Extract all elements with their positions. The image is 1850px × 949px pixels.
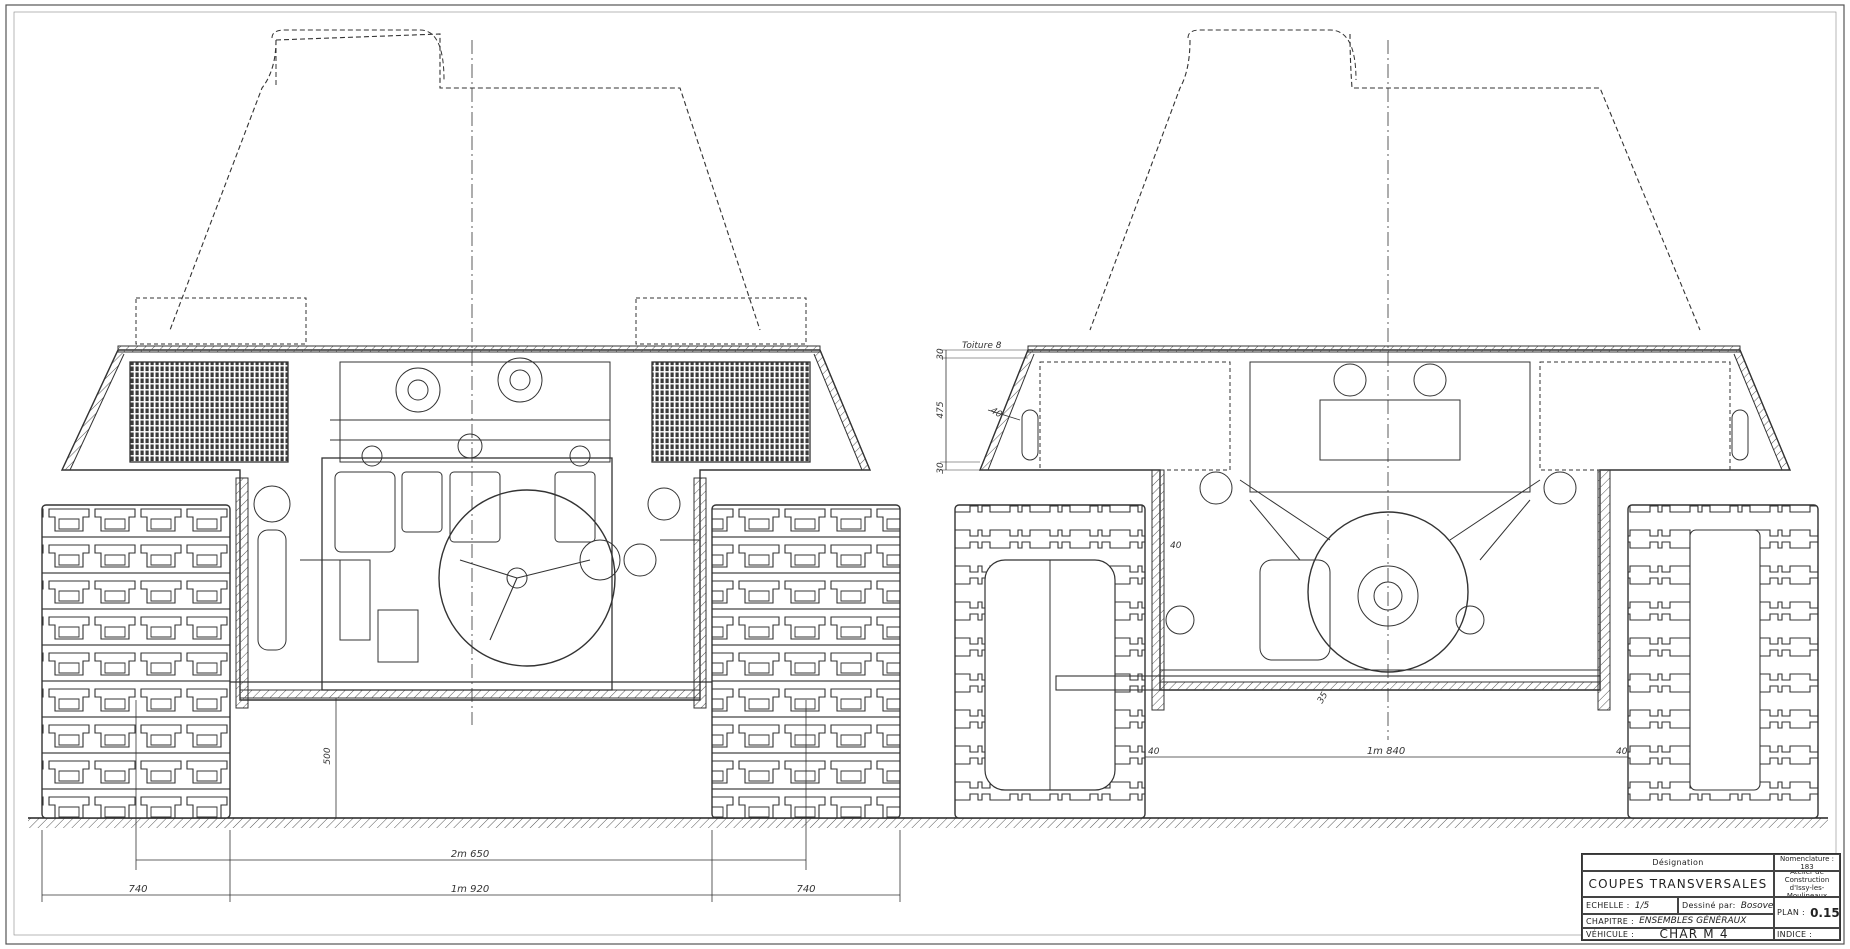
left-engine-details: [253, 357, 700, 663]
dessine-cell: Dessiné par: Bosove: [1678, 897, 1774, 914]
right-flywheel: [1307, 511, 1469, 673]
dim-track-width-left: 740: [128, 884, 147, 895]
echelle-label: ECHELLE :: [1586, 901, 1630, 910]
dim-shaft: 35: [1316, 690, 1331, 705]
left-intake-box-right: [635, 297, 807, 345]
left-engine-upper: [339, 361, 611, 463]
left-track-guard-right: [693, 477, 707, 709]
echelle-value: 1/5: [1634, 900, 1650, 911]
dim-line-angle: [987, 409, 1021, 421]
chapitre-label: CHAPITRE :: [1586, 916, 1634, 926]
left-section-view: [41, 29, 901, 902]
sheet-inner-border: [13, 11, 1837, 936]
right-side-plate-left: [1151, 469, 1165, 711]
right-side-plate-right: [1597, 469, 1611, 711]
right-section-view: [940, 29, 1819, 819]
left-cupola: [271, 29, 445, 81]
nomenclature: Nomenclature : 183: [1774, 854, 1840, 871]
right-flywheel-center: [1373, 581, 1403, 611]
dim-ground-clearance: 500: [323, 747, 333, 764]
dim-hull-height: 475: [936, 401, 946, 418]
chapitre-cell: CHAPITRE : ENSEMBLES GÉNÉRAUX: [1582, 914, 1774, 928]
left-turret-outline: [169, 33, 761, 331]
right-cupola: [1187, 29, 1357, 81]
plan-cell: PLAN : 0.1582 3/3: [1774, 897, 1840, 928]
right-floor-plate: [1159, 681, 1601, 691]
left-intake-box-left: [135, 297, 307, 345]
dim-between-tracks: 1m 920: [451, 884, 489, 895]
dessine-value: Bosove: [1740, 900, 1774, 911]
right-hull-details: [1021, 361, 1749, 671]
right-roof-label: Toiture 8: [962, 341, 1002, 351]
left-hull-side-right: [813, 349, 871, 471]
dim-roof-thick: 30: [936, 348, 946, 360]
ground-hatch: [28, 818, 1828, 828]
left-transmission-hub: [506, 567, 528, 589]
right-flywheel-hub: [1357, 565, 1419, 627]
left-floor-plate: [239, 689, 701, 699]
designation-value: COUPES TRANSVERSALES: [1582, 871, 1774, 897]
left-transmission-disc: [438, 489, 616, 667]
vehicule-value: CHAR M 4: [1659, 928, 1729, 940]
dim-floor-left: 40: [1148, 747, 1160, 757]
designation-label: Désignation: [1582, 854, 1774, 871]
right-tank-left: [1039, 361, 1231, 471]
atelier: Atelier de Construction d'Issy-les-Mouli…: [1774, 871, 1840, 897]
left-roof-plate: [117, 345, 821, 353]
vehicule-label: VÉHICULE :: [1586, 929, 1635, 939]
left-radiator-left: [129, 361, 289, 463]
right-tank-right: [1539, 361, 1731, 471]
right-wheel-section: [1689, 529, 1761, 791]
chapitre-value: ENSEMBLES GÉNÉRAUX: [1639, 916, 1747, 926]
plan-value: 0.1582 3/3: [1810, 905, 1840, 920]
dim-floor-thick: 30: [936, 462, 946, 474]
title-block: Désignation COUPES TRANSVERSALES Nomencl…: [1581, 853, 1841, 941]
echelle-cell: ECHELLE : 1/5: [1582, 897, 1678, 914]
plan-label: PLAN :: [1777, 908, 1805, 917]
vehicule-cell: VÉHICULE : CHAR M 4: [1582, 928, 1774, 940]
right-axle: [1055, 675, 1601, 691]
left-radiator-right: [651, 361, 811, 463]
dim-inner-width: 1m 840: [1367, 746, 1405, 757]
dessine-label: Dessiné par:: [1682, 901, 1736, 910]
left-track-guard-left: [235, 477, 249, 709]
dim-side-plate: 40: [1170, 541, 1182, 551]
sheet-border: [5, 4, 1845, 945]
indice-label: INDICE :: [1774, 928, 1840, 940]
right-hull-side-right: [1733, 349, 1791, 471]
right-turret-outline: [1089, 33, 1701, 331]
left-transmission-arm: [459, 559, 591, 641]
dim-track-center: 2m 650: [451, 849, 489, 860]
dim-floor-right: 40: [1616, 747, 1628, 757]
right-hull-side-left: [979, 349, 1035, 471]
left-hull-side-left: [61, 349, 125, 471]
dim-track-width-right: 740: [796, 884, 815, 895]
right-roof-plate: [1027, 345, 1741, 353]
